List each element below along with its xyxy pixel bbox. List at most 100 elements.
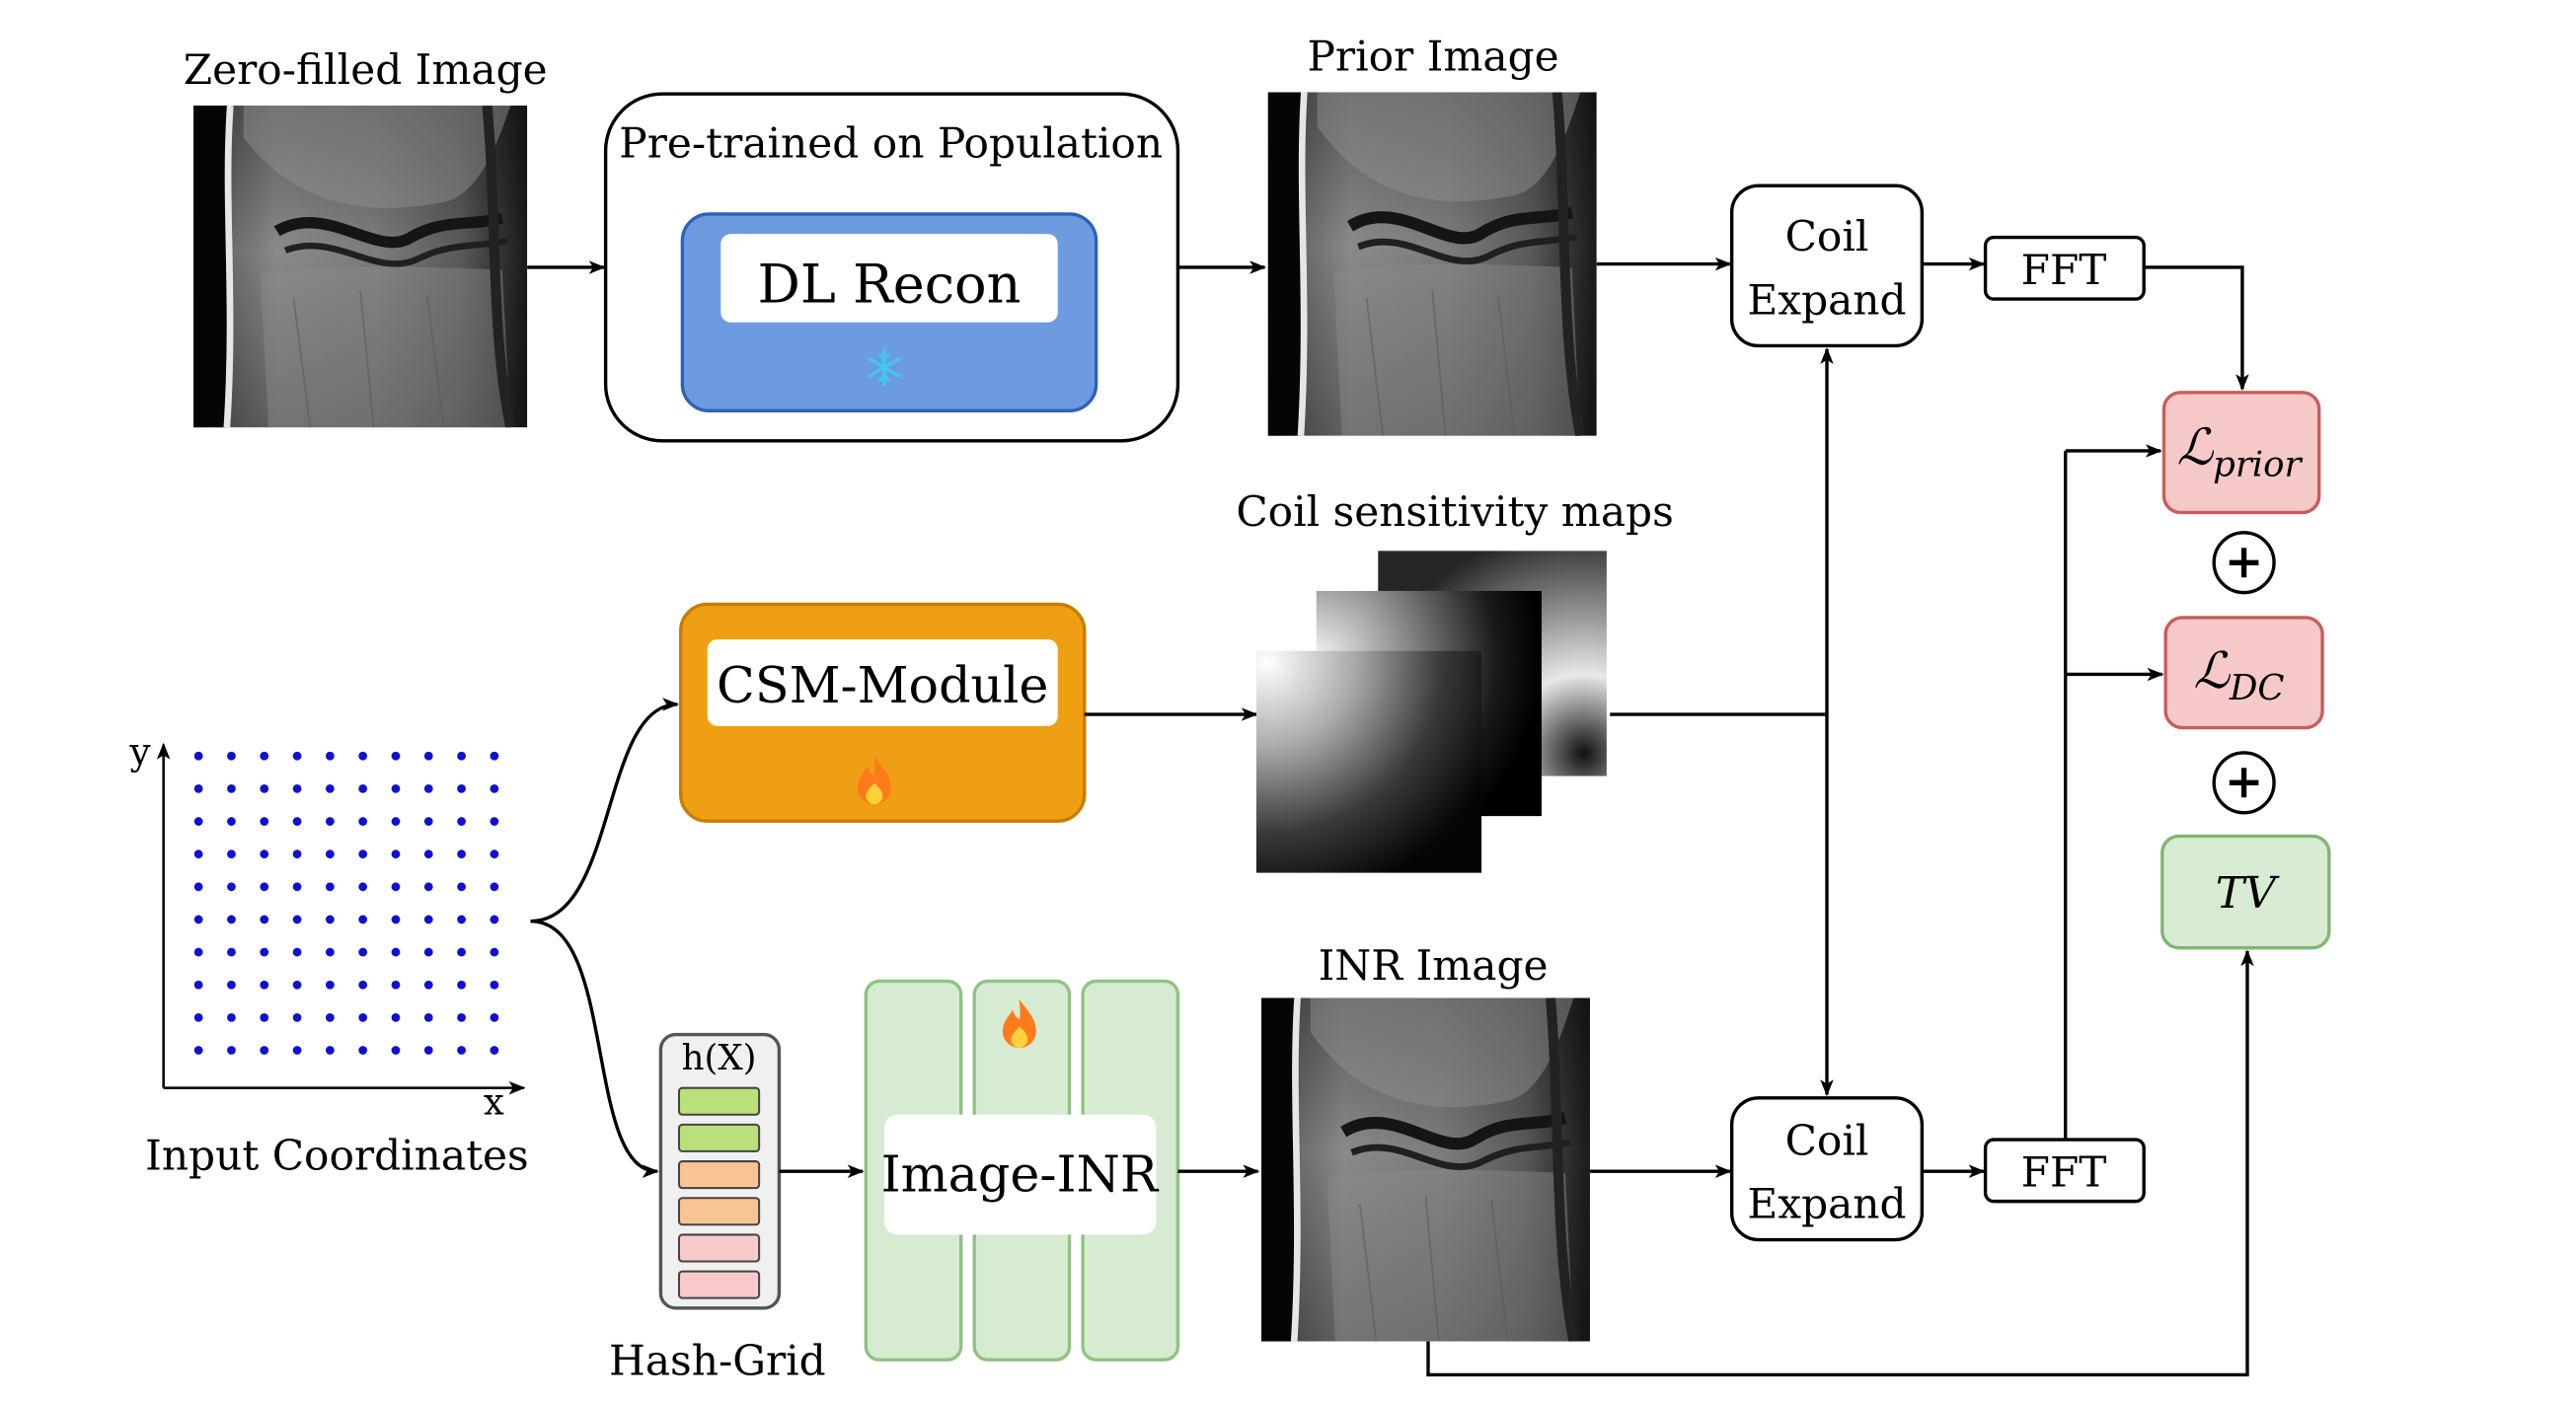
hash-cell-3 xyxy=(677,1160,761,1190)
plus-label-2: + xyxy=(2225,756,2264,810)
coordinate-dot xyxy=(391,915,401,924)
coordinate-dot xyxy=(423,751,433,761)
coordinate-dot xyxy=(193,915,203,924)
coordinate-dot xyxy=(358,817,368,826)
coordinate-dot xyxy=(457,947,466,957)
coordinate-dot xyxy=(325,882,335,892)
coordinate-dot xyxy=(423,784,433,793)
coil-map-1 xyxy=(1255,650,1482,873)
arrow-fft-to-loss-prior xyxy=(2144,265,2249,392)
coordinate-dot xyxy=(260,947,269,957)
coordinate-dot xyxy=(457,1012,466,1022)
image-inr-label-box xyxy=(883,1114,1157,1235)
coordinate-dot xyxy=(193,849,203,859)
coordinate-dot xyxy=(260,915,269,924)
coordinate-dot xyxy=(391,947,401,957)
coordinate-dot xyxy=(457,1046,466,1055)
arrow-inr-image-to-tv xyxy=(1426,949,2254,1377)
coordinate-dot xyxy=(391,784,401,793)
coordinate-dot xyxy=(227,980,236,990)
coordinate-dot xyxy=(490,1012,499,1022)
coordinate-dot xyxy=(193,751,203,761)
coordinate-dot xyxy=(391,751,401,761)
coordinate-dot xyxy=(490,980,499,990)
prior-image xyxy=(1268,92,1597,435)
axis-y-label: y xyxy=(128,730,150,774)
image-inr-label: Image-INR xyxy=(881,1144,1160,1203)
coordinate-dot xyxy=(260,882,269,892)
coordinate-dot xyxy=(193,1012,203,1022)
coordinate-dot xyxy=(423,980,433,990)
coordinate-dot xyxy=(292,980,302,990)
coordinate-dot xyxy=(490,1046,499,1055)
coordinate-dot xyxy=(292,849,302,859)
coordinate-dot xyxy=(457,882,466,892)
loss-dc-block xyxy=(2163,616,2324,730)
tv-label: TV xyxy=(2216,868,2280,919)
hash-cell-4 xyxy=(677,1197,761,1226)
loss-dc-label: ℒDC xyxy=(2193,641,2284,708)
coil-expand-bottom xyxy=(1729,1096,1925,1242)
coordinate-dot xyxy=(490,784,499,793)
coordinate-dot xyxy=(358,849,368,859)
coordinate-dot xyxy=(227,1012,236,1022)
coordinate-dot xyxy=(358,882,368,892)
coordinate-dot xyxy=(358,915,368,924)
hash-cell-6 xyxy=(677,1270,761,1299)
coil-maps-label: Coil sensitivity maps xyxy=(1236,487,1673,536)
coordinate-dot xyxy=(391,882,401,892)
loss-prior-subscript: prior xyxy=(2213,444,2303,484)
coordinate-dot xyxy=(260,751,269,761)
coordinate-dot xyxy=(227,849,236,859)
hash-cell-5 xyxy=(677,1233,761,1263)
coordinate-dot xyxy=(325,751,335,761)
coordinate-dot xyxy=(490,751,499,761)
fft-top-label: FFT xyxy=(2021,246,2107,294)
coordinate-dot xyxy=(227,882,236,892)
arrow-coords-to-hashgrid xyxy=(530,919,659,1178)
coordinate-dot xyxy=(457,849,466,859)
coordinate-dot xyxy=(457,751,466,761)
coordinate-dot xyxy=(325,947,335,957)
coordinate-dot xyxy=(391,817,401,826)
coordinate-dot xyxy=(193,882,203,892)
inr-image xyxy=(1261,997,1590,1341)
coordinate-dot xyxy=(260,1012,269,1022)
coordinate-dot xyxy=(292,1012,302,1022)
coordinate-dot xyxy=(358,784,368,793)
coordinate-dot xyxy=(457,817,466,826)
plus-icon-1: + xyxy=(2212,531,2276,595)
loss-prior-symbol: ℒ xyxy=(2177,417,2215,476)
flame-icon-csm xyxy=(857,756,891,805)
coordinate-dot xyxy=(325,980,335,990)
coordinate-dot xyxy=(292,882,302,892)
coordinate-dot xyxy=(490,947,499,957)
coordinate-dot xyxy=(193,1046,203,1055)
coordinate-dot xyxy=(227,784,236,793)
plus-icon-2: + xyxy=(2212,751,2276,815)
coordinate-dot xyxy=(292,947,302,957)
coordinate-dot xyxy=(325,1046,335,1055)
coordinate-dot xyxy=(358,1046,368,1055)
coordinate-dot xyxy=(227,915,236,924)
coil-expand-bottom-line2: Expand xyxy=(1747,1180,1906,1228)
coordinate-dot xyxy=(423,1046,433,1055)
coordinate-dot xyxy=(358,980,368,990)
coordinate-dot xyxy=(490,882,499,892)
coil-expand-top-line1: Coil xyxy=(1785,212,1869,260)
coordinate-dot xyxy=(457,784,466,793)
coordinate-dot xyxy=(423,849,433,859)
tv-block xyxy=(2160,834,2331,950)
input-coordinates-label: Input Coordinates xyxy=(145,1132,529,1180)
flame-icon-inr xyxy=(1002,999,1036,1049)
zero-filled-image-label: Zero-filled Image xyxy=(184,45,548,94)
csm-module-label: CSM-Module xyxy=(717,656,1048,714)
loss-prior-block xyxy=(2161,391,2321,515)
coordinate-dot xyxy=(490,849,499,859)
coordinate-dot xyxy=(423,817,433,826)
coordinate-dot xyxy=(193,784,203,793)
loss-prior-label: ℒprior xyxy=(2177,417,2304,484)
coordinate-dot xyxy=(193,947,203,957)
hash-cell-2 xyxy=(677,1123,761,1152)
